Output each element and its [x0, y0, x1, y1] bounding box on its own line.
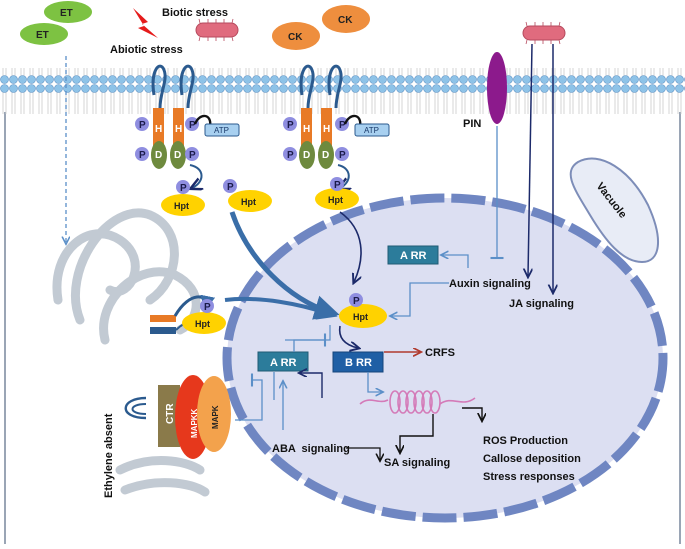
brr-label: B RR	[345, 357, 372, 369]
p-label: P	[139, 150, 146, 161]
arrow-to-auxin	[528, 43, 533, 276]
pin-label: PIN	[463, 118, 481, 130]
ck-top-pill: CK	[322, 5, 370, 33]
arr-lower-label: A RR	[270, 357, 297, 369]
hpt-label: Hpt	[241, 197, 256, 207]
hpt-left-1: Hpt P	[161, 180, 205, 216]
et-top-label: ET	[60, 8, 73, 19]
mapkk-label: MAPKK	[190, 408, 199, 438]
sa-signaling-label: SA signaling	[384, 457, 450, 469]
ethylene-absent-label: Ethylene absent	[103, 413, 115, 498]
mapk-to-arr	[235, 373, 263, 421]
d-label: D	[174, 150, 181, 161]
d-label: D	[303, 150, 310, 161]
sa-aba-link	[346, 447, 380, 460]
h-label: H	[323, 124, 330, 135]
hpt-nuclear: Hpt P	[339, 293, 387, 328]
bacteria-icon-right	[522, 21, 566, 45]
brr-to-arr	[300, 373, 323, 398]
vacuole: Vacuole	[569, 157, 660, 264]
ck-top-label: CK	[338, 15, 353, 26]
p-label: P	[353, 296, 360, 307]
et-left-pill: ET	[20, 23, 68, 45]
p-label: P	[339, 120, 346, 131]
aba-signaling-label: ABA signaling	[272, 443, 350, 455]
cell-outline	[4, 112, 681, 544]
hpt-er: Hpt P	[182, 299, 226, 334]
h-label: H	[175, 124, 182, 135]
abiotic-stress-label: Abiotic stress	[110, 44, 183, 56]
arr-upper-label: A RR	[400, 250, 427, 262]
hpt-to-arr-lower	[285, 325, 331, 341]
arr-upper-box: A RR	[387, 245, 439, 265]
mapk-label: MAPK	[211, 405, 220, 429]
hpt-label: Hpt	[195, 319, 210, 329]
brr-to-dna	[367, 372, 382, 392]
ctr-label: CTR	[165, 403, 176, 424]
bacteria-icon	[195, 18, 239, 42]
p-label: P	[180, 183, 187, 194]
d-label: D	[155, 150, 162, 161]
p-label: P	[189, 120, 196, 131]
p-label: P	[204, 302, 211, 313]
histidine-kinase-receptor-left: H H D D P P P P ATP	[135, 64, 240, 188]
arrow-ck-hpt-to-nucleus	[339, 211, 362, 282]
biotic-stress-label: Biotic stress	[162, 7, 228, 19]
dna-to-ros	[462, 407, 482, 420]
hpt-label: Hpt	[353, 312, 368, 322]
crfs-label: CRFS	[425, 347, 455, 359]
ja-signaling-label: JA signaling	[509, 298, 574, 310]
ros-production-label: ROS Production	[483, 435, 568, 447]
p-label: P	[334, 180, 341, 191]
p-label: P	[227, 182, 234, 193]
pin-transporter: PIN	[463, 52, 507, 130]
dna-coil	[359, 390, 476, 414]
atp-label: ATP	[214, 126, 229, 135]
nucleus	[222, 193, 668, 523]
lightning-icon	[133, 8, 158, 38]
hpt-ck: Hpt P	[315, 177, 359, 210]
histidine-kinase-receptor-ck: H H D D P P P P ATP	[283, 64, 390, 188]
p-label: P	[287, 120, 294, 131]
hpt-label: Hpt	[174, 201, 189, 211]
auxin-to-hpt-line	[391, 282, 449, 316]
auxin-to-arr	[442, 255, 469, 268]
atp-label: ATP	[364, 126, 379, 135]
p-label: P	[189, 150, 196, 161]
h-label: H	[155, 124, 162, 135]
d-label: D	[322, 150, 329, 161]
arrow-hpt-to-brr	[338, 325, 358, 348]
arrow-er-hpt-to-nucleus	[224, 296, 338, 320]
ck-left-pill: CK	[272, 22, 320, 50]
stress-responses-label: Stress responses	[483, 471, 575, 483]
ck-left-label: CK	[288, 32, 303, 43]
callose-deposition-label: Callose deposition	[483, 453, 581, 465]
arr-lower-box: A RR	[257, 351, 309, 372]
hpt-left-2: Hpt P	[223, 179, 272, 212]
et-left-label: ET	[36, 30, 49, 41]
ctr-mapk-complex: CTR MAPKK MAPK	[124, 375, 231, 459]
hpt-label: Hpt	[328, 195, 343, 205]
p-label: P	[339, 150, 346, 161]
auxin-signaling-label: Auxin signaling	[449, 278, 531, 290]
h-label: H	[303, 124, 310, 135]
et-top-pill: ET	[44, 1, 92, 23]
p-label: P	[287, 150, 294, 161]
p-label: P	[139, 120, 146, 131]
dna-to-sa	[400, 414, 434, 452]
brr-box: B RR	[332, 351, 384, 373]
